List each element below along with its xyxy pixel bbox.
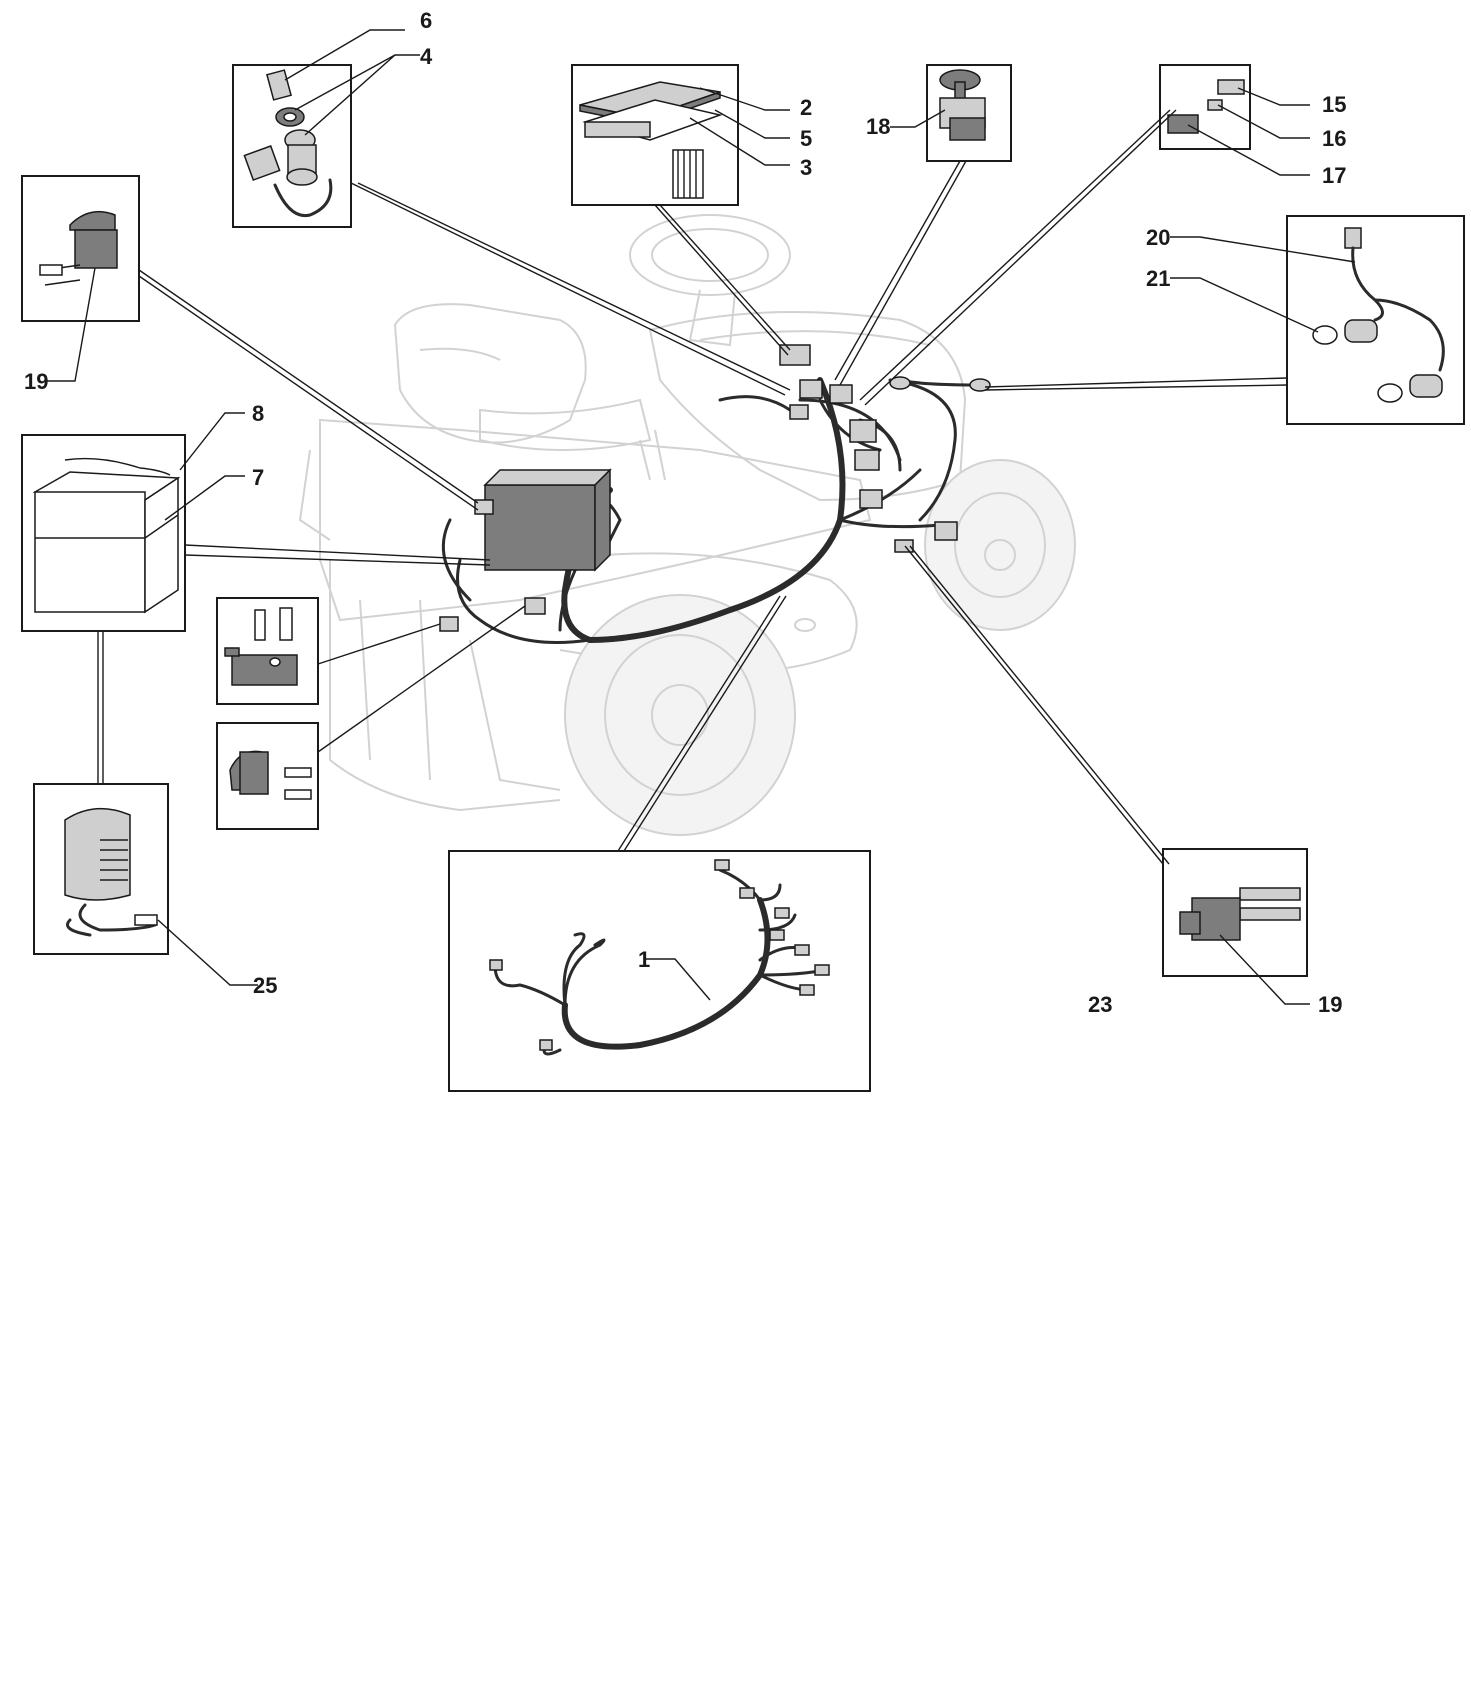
callout-leaders <box>45 29 1356 1005</box>
control-board-box <box>571 64 739 206</box>
callout-5: 5 <box>800 126 812 151</box>
callout-3: 3 <box>800 155 812 180</box>
light-switch-box <box>216 722 319 830</box>
callout-19-right: 19 <box>1318 992 1342 1017</box>
callout-16: 16 <box>1322 126 1346 151</box>
micro-switch-box <box>216 597 319 705</box>
callout-6: 6 <box>420 8 432 33</box>
callout-25: 25 <box>253 973 277 998</box>
installed-harness <box>439 344 991 644</box>
callout-18: 18 <box>866 114 890 139</box>
callout-23: 23 <box>1088 992 1112 1017</box>
callout-7: 7 <box>252 465 264 490</box>
callout-21: 21 <box>1146 266 1170 291</box>
main-harness-box <box>448 850 871 1092</box>
fuse-parts-box <box>1159 64 1251 150</box>
rocker-switch-box <box>21 175 140 322</box>
ignition-switch-box <box>232 64 352 228</box>
battery-charger-box <box>33 783 169 955</box>
relay-box <box>1162 848 1308 977</box>
callout-1: 1 <box>638 947 650 972</box>
lamp-holders-box <box>1286 215 1465 425</box>
callout-20: 20 <box>1146 225 1170 250</box>
callout-labels: 6 4 2 5 3 18 15 16 17 19 8 7 20 21 1 25 … <box>24 8 1346 1017</box>
callout-4: 4 <box>420 44 433 69</box>
battery-box <box>21 434 186 632</box>
callout-2: 2 <box>800 95 812 120</box>
tractor-outline <box>298 214 1076 836</box>
callout-15: 15 <box>1322 92 1346 117</box>
callout-8: 8 <box>252 401 264 426</box>
callout-17: 17 <box>1322 163 1346 188</box>
connector-lines <box>97 109 1288 865</box>
callout-19-left: 19 <box>24 369 48 394</box>
